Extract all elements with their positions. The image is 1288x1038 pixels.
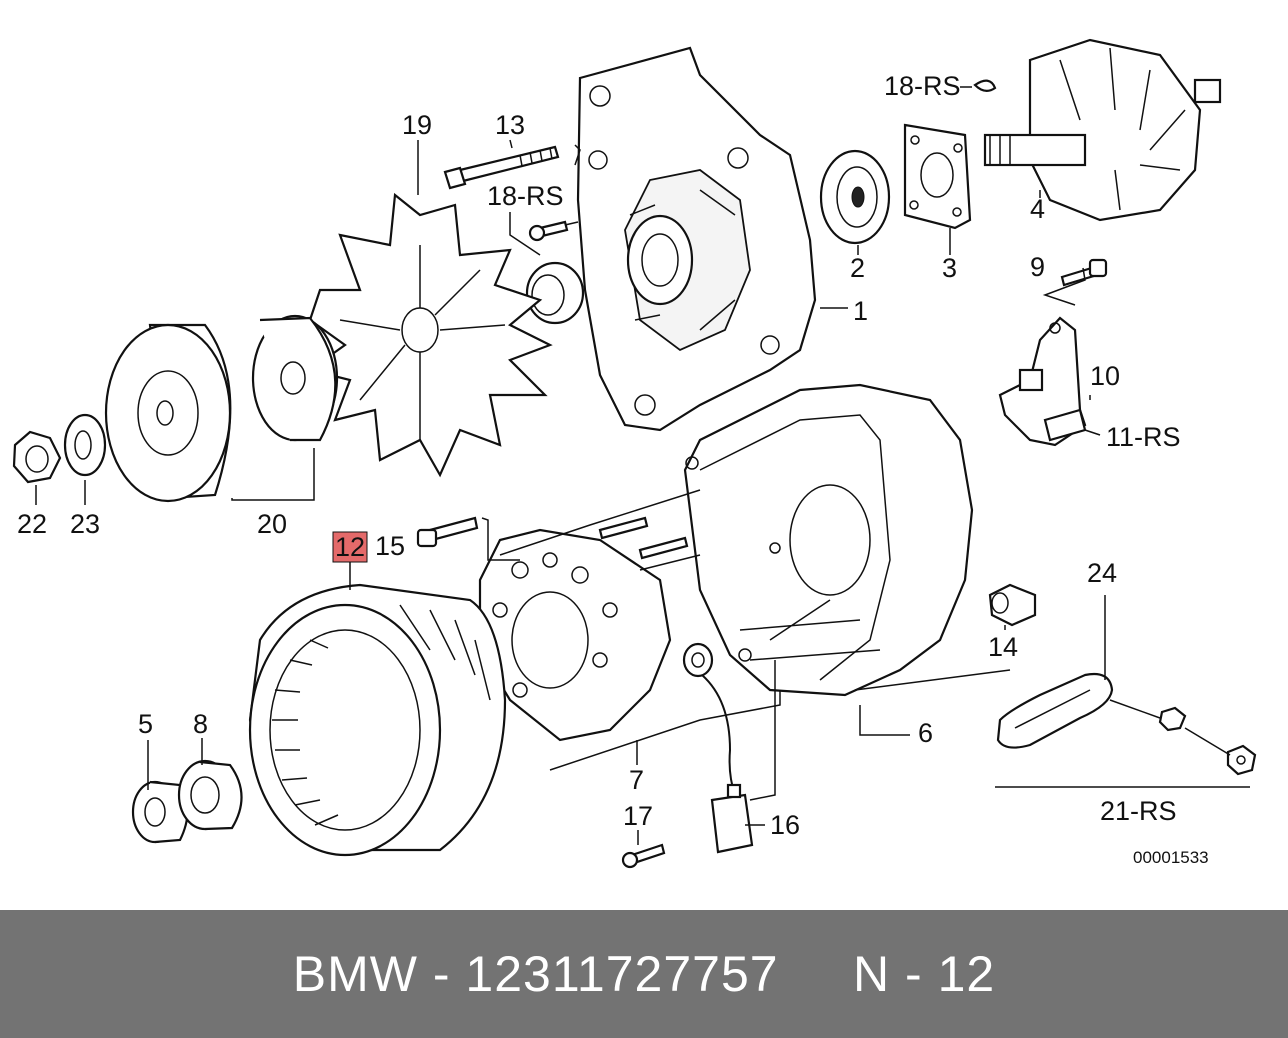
part-23-washer[interactable] bbox=[63, 413, 107, 477]
part-number-caption: BMW - 12311727757 N - 12 bbox=[292, 946, 996, 1002]
part-1-front-housing[interactable] bbox=[576, 46, 817, 432]
callout-15[interactable]: 15 bbox=[375, 531, 405, 561]
part-10-regulator[interactable] bbox=[998, 316, 1087, 447]
callout-9[interactable]: 9 bbox=[1030, 252, 1045, 282]
highlight-box-12 bbox=[332, 531, 368, 563]
callout-labels: 1 2 3 4 18-RS 13 18-RS 19 9 10 11-RS 22 … bbox=[17, 71, 1209, 867]
callout-5[interactable]: 5 bbox=[138, 709, 153, 739]
parts-diagram: 1 2 3 4 18-RS 13 18-RS 19 9 10 11-RS 22 … bbox=[12, 38, 1257, 869]
callout-6[interactable]: 6 bbox=[918, 718, 933, 748]
part-3-cover-plate[interactable] bbox=[903, 123, 972, 230]
part-18-rs-screw[interactable] bbox=[528, 220, 569, 242]
part-18-rs-key[interactable] bbox=[973, 79, 997, 92]
drawing-code: 00001533 bbox=[1133, 848, 1209, 867]
callout-11-rs[interactable]: 11-RS bbox=[1106, 422, 1181, 452]
part-21-rs-nut-small[interactable] bbox=[1158, 706, 1187, 732]
part-8-ring[interactable] bbox=[177, 759, 243, 831]
part-12-stator[interactable] bbox=[248, 583, 507, 857]
callout-7[interactable]: 7 bbox=[629, 765, 644, 795]
leader-lines bbox=[35, 86, 1250, 845]
part-21-rs-nut[interactable] bbox=[1226, 744, 1257, 776]
callout-21-rs[interactable]: 21-RS bbox=[1100, 796, 1177, 826]
callout-18-rs-top[interactable]: 18-RS bbox=[884, 71, 961, 101]
part-2-bearing[interactable] bbox=[819, 149, 891, 245]
callout-8[interactable]: 8 bbox=[193, 709, 208, 739]
part-19-fan[interactable] bbox=[307, 192, 553, 478]
callout-2[interactable]: 2 bbox=[850, 253, 865, 283]
callout-13[interactable]: 13 bbox=[495, 110, 525, 140]
part-18-rs-spacer-ring[interactable] bbox=[525, 261, 585, 325]
exploded-view-svg: 1 2 3 4 18-RS 13 18-RS 19 9 10 11-RS 22 … bbox=[12, 38, 1257, 869]
callout-24[interactable]: 24 bbox=[1087, 558, 1117, 588]
callout-1[interactable]: 1 bbox=[853, 296, 868, 326]
part-4-rotor[interactable] bbox=[983, 38, 1222, 222]
part-16-capacitor[interactable] bbox=[682, 642, 754, 854]
part-14-sleeve[interactable] bbox=[988, 583, 1037, 627]
part-9-screw[interactable] bbox=[1060, 258, 1108, 287]
part-15-screw[interactable] bbox=[416, 516, 479, 548]
callout-12[interactable]: 12 bbox=[335, 532, 365, 562]
callout-19[interactable]: 19 bbox=[402, 110, 432, 140]
part-13-through-bolt[interactable] bbox=[443, 145, 560, 190]
part-20-pulley[interactable] bbox=[104, 314, 339, 503]
callout-14[interactable]: 14 bbox=[988, 632, 1018, 662]
callout-20[interactable]: 20 bbox=[257, 509, 287, 539]
callout-10[interactable]: 10 bbox=[1090, 361, 1120, 391]
callout-22[interactable]: 22 bbox=[17, 509, 47, 539]
callout-23[interactable]: 23 bbox=[70, 509, 100, 539]
part-17-screw[interactable] bbox=[621, 843, 666, 869]
part-22-nut[interactable] bbox=[12, 430, 62, 484]
callout-18-rs-mid[interactable]: 18-RS bbox=[487, 181, 564, 211]
footer-bar: BMW - 12311727757 N - 12 bbox=[0, 910, 1288, 1038]
callout-3[interactable]: 3 bbox=[942, 253, 957, 283]
part-24-bracket[interactable] bbox=[996, 672, 1114, 749]
callout-17[interactable]: 17 bbox=[623, 801, 653, 831]
part-6-rear-housing[interactable] bbox=[683, 383, 974, 697]
callout-16[interactable]: 16 bbox=[770, 810, 800, 840]
callout-4[interactable]: 4 bbox=[1030, 194, 1045, 224]
